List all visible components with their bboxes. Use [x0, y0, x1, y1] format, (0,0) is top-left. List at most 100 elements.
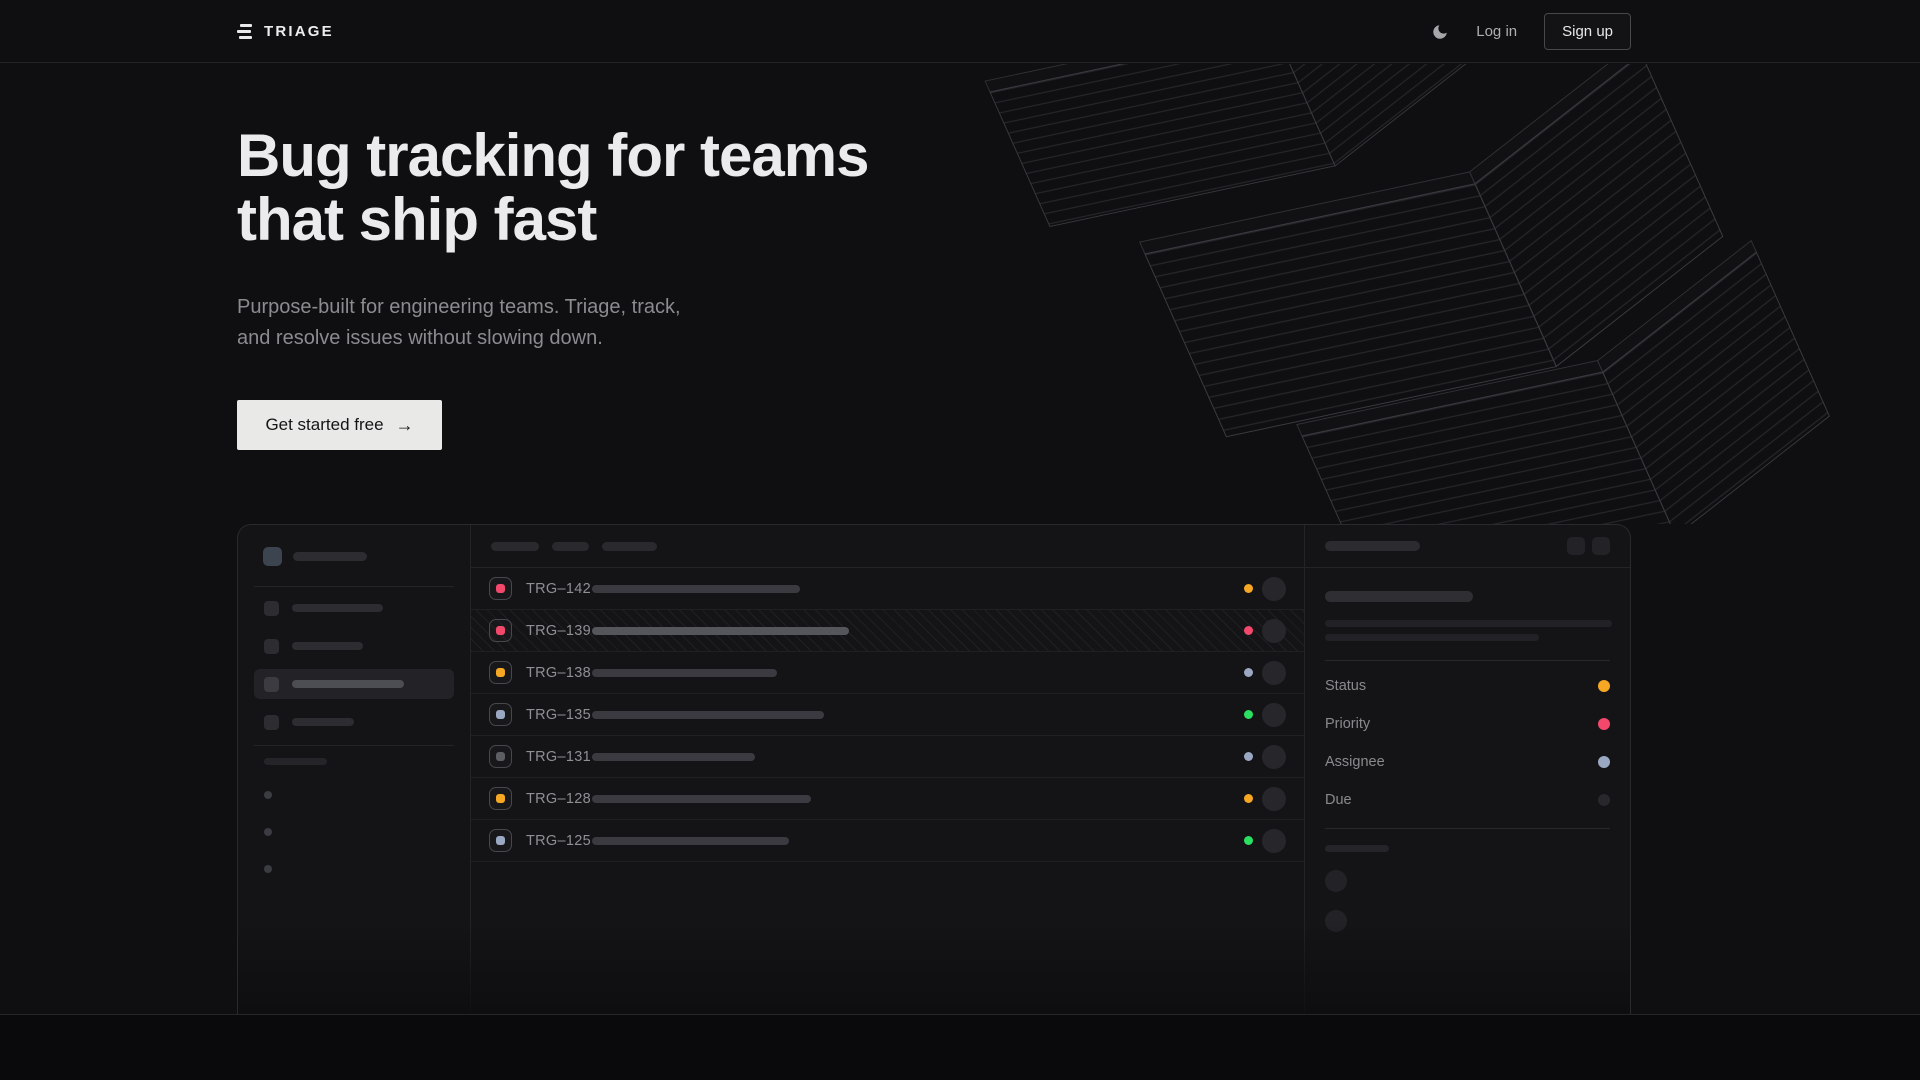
issue-row: TRG–135: [471, 694, 1304, 736]
sidebar-item-active: [254, 669, 454, 699]
comment-avatar: [1325, 870, 1347, 892]
hero-subtitle: Purpose-built for engineering teams. Tri…: [237, 296, 681, 349]
priority-dot: [1244, 836, 1253, 845]
issue-id: TRG–125: [526, 832, 591, 849]
field-label: Priority: [1325, 716, 1371, 732]
sidebar-section-label-placeholder: [264, 758, 444, 765]
assignee-avatar: [1262, 660, 1286, 685]
theme-toggle-button[interactable]: [1431, 23, 1449, 41]
panel-title-placeholder: [1325, 541, 1420, 551]
issue-title-placeholder: [592, 626, 849, 635]
status-checkbox-icon: [489, 661, 512, 684]
workspace-name-placeholder: [293, 552, 367, 561]
issue-id: TRG–135: [526, 706, 591, 723]
field-row: Assignee: [1325, 743, 1610, 781]
login-link[interactable]: Log in: [1476, 23, 1518, 40]
priority-value-dot: [1598, 718, 1610, 730]
title-line-2: that ship fast: [237, 186, 597, 253]
status-checkbox-icon: [489, 787, 512, 810]
detail-panel-header: [1305, 525, 1630, 568]
workspace-avatar: [263, 547, 282, 566]
assignee-avatar: [1262, 744, 1286, 769]
priority-dot: [1244, 626, 1253, 635]
sidebar-item-label-placeholder: [292, 718, 354, 726]
sidebar-dot: [264, 791, 272, 799]
issue-title-placeholder: [592, 836, 789, 845]
get-started-label: Get started free: [265, 415, 384, 434]
sidebar-item-label-placeholder: [292, 642, 363, 650]
priority-dot: [1244, 710, 1253, 719]
triage-logo-icon: [237, 23, 253, 40]
issue-title-placeholder: [592, 668, 777, 677]
priority-dot: [1244, 794, 1253, 803]
status-checkbox-icon: [489, 703, 512, 726]
panel-divider: [1325, 660, 1610, 661]
top-nav: TRIAGE Log in Sign up: [0, 0, 1920, 63]
comment-avatar: [1325, 910, 1347, 932]
signup-button[interactable]: Sign up: [1544, 13, 1631, 50]
mockup-sidebar: [238, 525, 471, 1014]
issue-list: TRG–142 TRG–139 TRG–138 TRG–135: [471, 525, 1304, 1014]
activity-label-placeholder: [1325, 845, 1389, 852]
assignee-avatar: [1262, 702, 1286, 727]
issue-title-placeholder: [592, 710, 824, 719]
page-title: Bug tracking for teams that ship fast: [237, 122, 869, 253]
status-checkbox-icon: [489, 619, 512, 642]
issue-title-placeholder: [592, 584, 800, 593]
moon-icon: [1433, 24, 1447, 39]
issue-row: TRG–142: [471, 568, 1304, 610]
filter-placeholder: [602, 541, 657, 551]
sidebar-divider: [254, 586, 454, 587]
assignee-avatar: [1262, 828, 1286, 853]
sidebar-item: [254, 631, 454, 661]
issue-id: TRG–138: [526, 664, 591, 681]
panel-action-icon: [1567, 537, 1585, 555]
priority-dot: [1244, 584, 1253, 593]
issue-row: TRG–125: [471, 820, 1304, 862]
sidebar-item-label-placeholder: [292, 680, 404, 688]
panel-divider: [1325, 828, 1610, 829]
assignee-value-dot: [1598, 756, 1610, 768]
brand-name: TRIAGE: [264, 23, 334, 40]
issue-row-selected: TRG–139: [471, 610, 1304, 652]
issue-id: TRG–128: [526, 790, 591, 807]
panel-action-icon: [1592, 537, 1610, 555]
sidebar-workspace: [263, 547, 445, 566]
sidebar-item: [254, 593, 454, 623]
description-line-placeholder: [1325, 634, 1539, 641]
sidebar-item-icon: [264, 638, 279, 654]
assignee-avatar: [1262, 618, 1286, 643]
status-checkbox-icon: [489, 829, 512, 852]
issue-id: TRG–139: [526, 622, 591, 639]
sidebar-dot: [264, 828, 272, 836]
sidebar-divider: [254, 745, 454, 746]
field-row: Priority: [1325, 705, 1610, 743]
issue-id: TRG–131: [526, 748, 591, 765]
issue-row: TRG–131: [471, 736, 1304, 778]
sidebar-item-icon: [264, 714, 279, 730]
issue-list-header: [471, 525, 1304, 568]
sidebar-dot: [264, 865, 272, 873]
status-value-dot: [1598, 680, 1610, 692]
sidebar-item-icon: [264, 676, 279, 692]
footer: [0, 1014, 1920, 1080]
arrow-right-icon: →: [395, 414, 414, 435]
get-started-button[interactable]: Get started free →: [237, 400, 442, 450]
status-checkbox-icon: [489, 745, 512, 768]
issue-title-placeholder: [592, 752, 755, 761]
detail-panel: Status Priority Assignee Due: [1304, 525, 1630, 1014]
title-line-1: Bug tracking for teams: [237, 122, 869, 189]
issue-id: TRG–142: [526, 580, 591, 597]
priority-dot: [1244, 668, 1253, 677]
sidebar-item: [254, 707, 454, 737]
hero-section: Bug tracking for teams that ship fast Pu…: [0, 64, 1920, 524]
wireframe-slabs-decoration: [984, 64, 1830, 524]
brand-logo[interactable]: TRIAGE: [237, 23, 334, 40]
field-label: Assignee: [1325, 754, 1385, 770]
field-label: Status: [1325, 678, 1367, 694]
app-mockup: TRG–142 TRG–139 TRG–138 TRG–135: [237, 524, 1631, 1014]
due-value-dot: [1598, 794, 1610, 806]
field-row: Due: [1325, 781, 1610, 819]
assignee-avatar: [1262, 576, 1286, 601]
sidebar-item-label-placeholder: [292, 604, 383, 612]
